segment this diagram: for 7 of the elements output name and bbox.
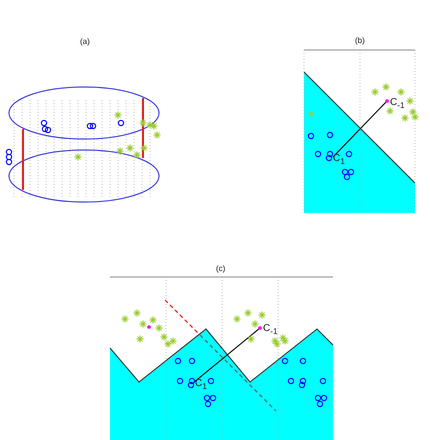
centroid-label: C$_{-1}$ xyxy=(263,324,278,336)
panel-label: (b) xyxy=(355,37,365,45)
centroid-label: C$_{1}$ xyxy=(195,379,207,390)
panel-label: (c) xyxy=(216,265,226,273)
centroid-label: C$_{-1}$ xyxy=(390,98,405,110)
panel-label: (a) xyxy=(80,38,90,46)
centroid-label: C$_{1}$ xyxy=(333,154,345,166)
